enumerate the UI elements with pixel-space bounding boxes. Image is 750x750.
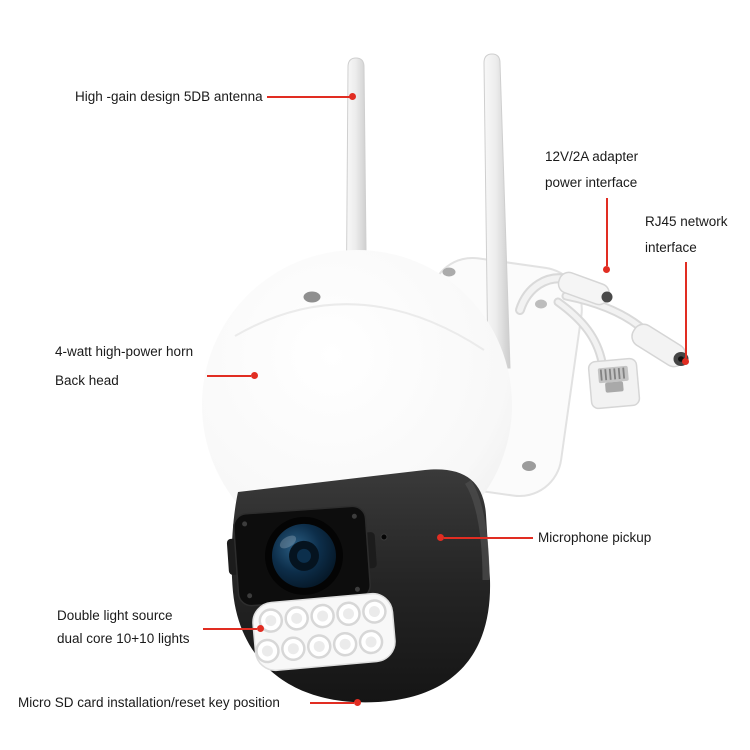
led-light-inner [261,606,380,657]
callout-lights-label-line1: Double light source [57,608,173,623]
lens-module [226,505,377,607]
antenna-right [483,53,511,369]
callout-lights-dot [257,625,264,632]
callout-horn-label-line1: 4-watt high-power horn [55,344,194,359]
callout-horn-line [207,375,251,377]
callout-power-dot [603,266,610,273]
callout-rj45-dot [682,358,689,365]
callout-mic-label: Microphone pickup [538,530,652,545]
callout-lights-line [203,628,257,630]
callout-rj45-label-line2: interface [645,240,697,255]
callout-sd-label: Micro SD card installation/reset key pos… [18,695,280,710]
callout-power-line [606,198,608,266]
callout-horn-label-line2: Back head [55,373,119,388]
dc-power-jack [631,323,689,368]
callout-mic-dot [437,534,444,541]
callout-sd-line [310,702,354,704]
dome-vent-hole [303,291,321,303]
callout-antenna-dot [349,93,356,100]
callout-rj45-line [685,262,687,358]
callout-mic-line [444,537,533,539]
callout-horn-dot [251,372,258,379]
callout-rj45-label-line1: RJ45 network [645,214,728,229]
bracket-screw-hole [535,299,547,309]
microphone-hole [380,533,388,541]
callout-antenna-label: High -gain design 5DB antenna [75,89,263,104]
callout-antenna-line [267,96,350,98]
rj45-connector [587,357,641,410]
led-light-panel [252,592,396,672]
callout-lights-label-line2: dual core 10+10 lights [57,631,190,646]
callout-power-label-line2: power interface [545,175,638,190]
callout-power-label-line1: 12V/2A adapter [545,149,639,164]
bracket-screw-hole [522,461,536,471]
bracket-screw-hole [442,267,456,277]
callout-sd-dot [354,699,361,706]
power-plug [557,271,613,306]
